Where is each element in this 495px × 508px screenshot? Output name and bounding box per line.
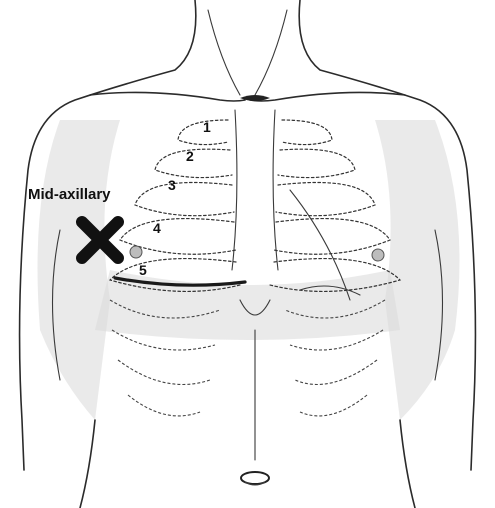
shading [38, 120, 460, 420]
left-ribcage [110, 120, 240, 291]
rib-label-3: 3 [168, 177, 176, 193]
rib-label-2: 2 [186, 148, 194, 164]
rib-label-5: 5 [139, 262, 147, 278]
mid-axillary-label: Mid-axillary [28, 186, 111, 203]
right-ribcage [270, 120, 400, 291]
rib-label-4: 4 [153, 220, 161, 236]
rib-label-1: 1 [203, 119, 211, 135]
